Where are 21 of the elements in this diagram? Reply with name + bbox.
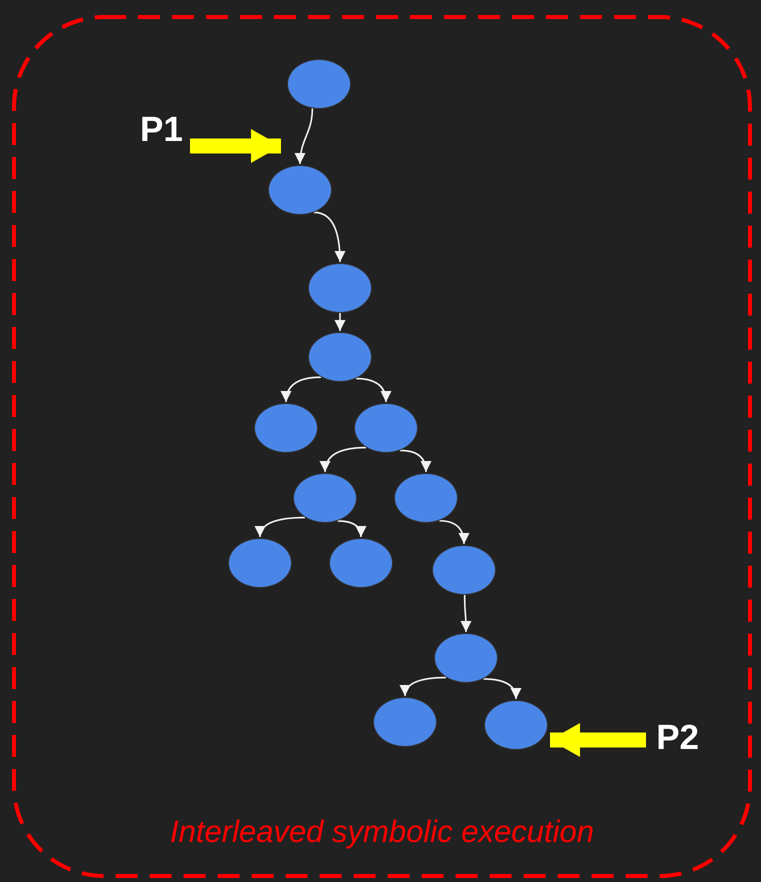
arrow <box>356 378 391 402</box>
arrow <box>400 676 446 696</box>
arrow <box>256 516 306 538</box>
arrow <box>314 212 346 262</box>
process-label: P1 <box>140 112 190 150</box>
arrow <box>334 313 346 331</box>
dashed-frame <box>12 15 752 878</box>
frame-caption: Interleaved symbolic execution <box>169 814 595 850</box>
process-label: P2 <box>646 720 699 758</box>
pointer-arrow <box>190 129 281 163</box>
tree-node-ellipse <box>308 332 372 382</box>
tree-node-ellipse <box>484 700 548 750</box>
arrow <box>483 678 521 700</box>
arrow <box>281 376 322 402</box>
arrow <box>294 108 314 164</box>
pointer-arrow <box>550 723 646 757</box>
arrow <box>439 520 469 544</box>
tree-node-ellipse <box>434 633 498 683</box>
arrow <box>460 595 472 632</box>
arrow <box>320 446 366 472</box>
arrow <box>338 520 366 538</box>
